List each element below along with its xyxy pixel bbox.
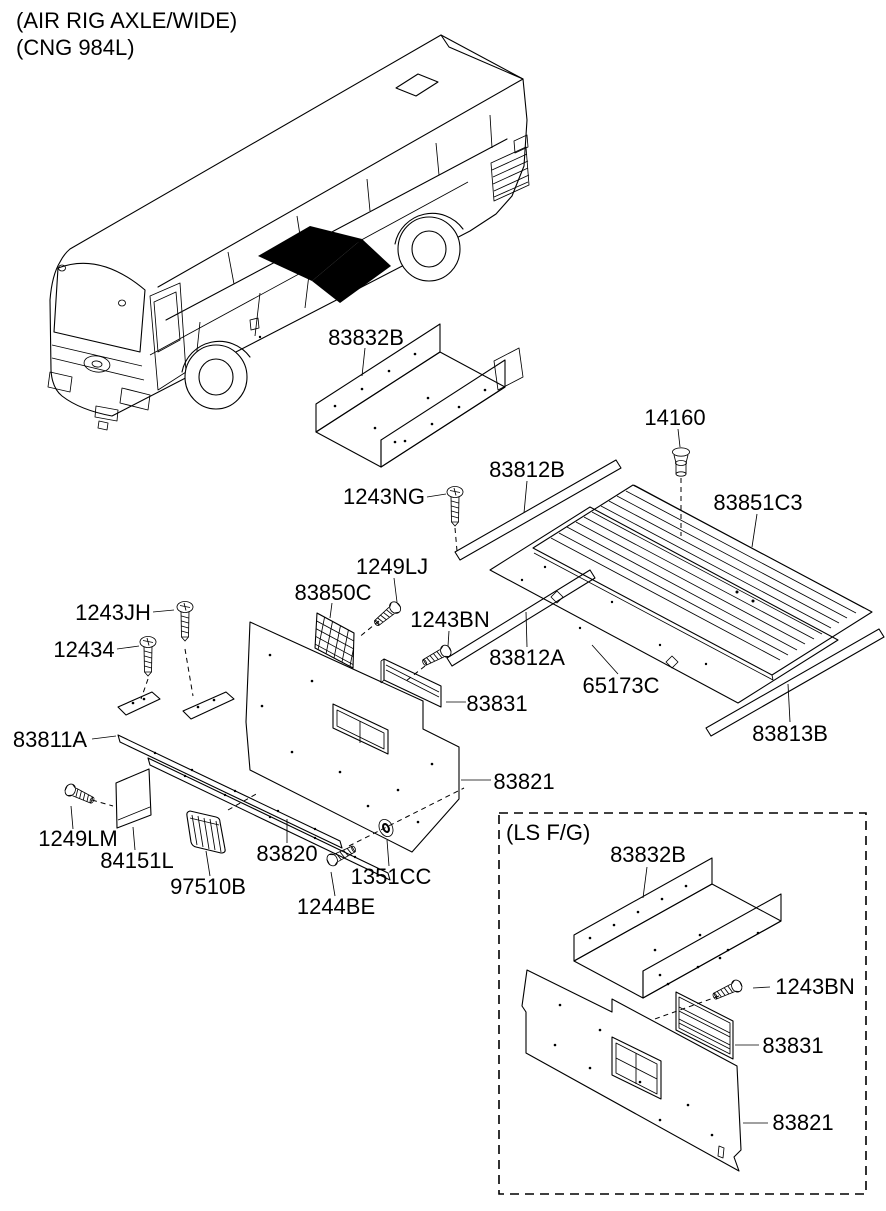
callout-65173c: 65173C (582, 673, 659, 698)
inset-ls-fg (498, 812, 867, 1195)
inset-dashed-line (651, 995, 720, 1021)
part-83813b-strip (705, 628, 885, 737)
part-65173c-underframe (489, 506, 839, 704)
inset-leader-lines (642, 866, 771, 1124)
callout-83832b-main: 83832B (328, 325, 404, 350)
callout-1244be: 1244BE (297, 894, 375, 919)
callout-1243ng: 1243NG (343, 484, 425, 509)
inset-callout-83821: 83821 (772, 1110, 833, 1135)
inset-border (498, 812, 867, 1195)
part-83820-rail (147, 757, 391, 881)
part-83850c-mesh (314, 612, 355, 669)
channel-holes (333, 352, 487, 444)
callout-83813b: 83813B (752, 721, 828, 746)
callout-83812b: 83812B (489, 457, 565, 482)
callout-1243bn-main: 1243BN (410, 607, 490, 632)
callout-83831-main: 83831 (466, 691, 527, 716)
part-83821-panel (245, 621, 460, 853)
inset-part-83831-louver (675, 991, 734, 1060)
washer-1351cc (378, 818, 394, 838)
assembly-dashed-lines (91, 478, 682, 847)
callout-97510b: 97510B (170, 874, 246, 899)
callout-83821-main: 83821 (493, 769, 554, 794)
bolt-1249lm (62, 781, 97, 807)
leader-lines (70, 347, 791, 897)
highlighted-panel-area (258, 226, 391, 303)
callout-84151l: 84151L (100, 848, 173, 873)
callout-83850c: 83850C (294, 580, 371, 605)
screw-1243jh (176, 601, 194, 642)
panel-frame-opening (332, 703, 389, 755)
callout-83851c3: 83851C3 (713, 490, 802, 515)
bolt-1243bn (419, 642, 454, 670)
bolt-1249lj (371, 599, 404, 630)
part-83811a-rail (117, 734, 343, 849)
inset-panel-frame-opening (611, 1036, 662, 1100)
rear-wheel (394, 212, 464, 282)
callout-1249lm: 1249LM (38, 826, 118, 851)
screw-1243ng (446, 486, 464, 527)
part-83812b-strip (454, 459, 622, 561)
inset-callout-1243bn: 1243BN (775, 974, 855, 999)
part-14160-plug (672, 447, 690, 477)
callout-83820: 83820 (256, 841, 317, 866)
callout-1351cc: 1351CC (351, 864, 432, 889)
header-line-1: (AIR RIG AXLE/WIDE) (16, 8, 237, 33)
part-83812a-strip (446, 569, 596, 667)
part-83851c3-floor-panel (532, 484, 873, 681)
screw-12434 (139, 636, 157, 677)
callout-12434: 12434 (53, 637, 114, 662)
part-83831-panel (380, 658, 442, 708)
callout-14160: 14160 (644, 405, 705, 430)
part-97510b-louver (186, 810, 226, 854)
bus-illustration (47, 34, 530, 431)
inset-callout-83832b: 83832B (610, 842, 686, 867)
callout-1249lj: 1249LJ (356, 554, 428, 579)
callout-83812a: 83812A (489, 645, 565, 670)
inset-title: (LS F/G) (506, 820, 590, 845)
part-84151l-pad (115, 768, 152, 829)
inset-part-83821-panel (521, 969, 742, 1172)
inset-bolt-1243bn (710, 977, 745, 1003)
inset-callout-83831: 83831 (762, 1033, 823, 1058)
part-83832b-channel (315, 323, 524, 468)
header-line-2: (CNG 984L) (16, 35, 135, 60)
front-wheel (181, 340, 251, 410)
callout-83811a: 83811A (13, 727, 88, 752)
callout-1243jh: 1243JH (75, 600, 151, 625)
inset-part-83832b-channel (573, 857, 782, 999)
bracket-plates (117, 691, 235, 720)
